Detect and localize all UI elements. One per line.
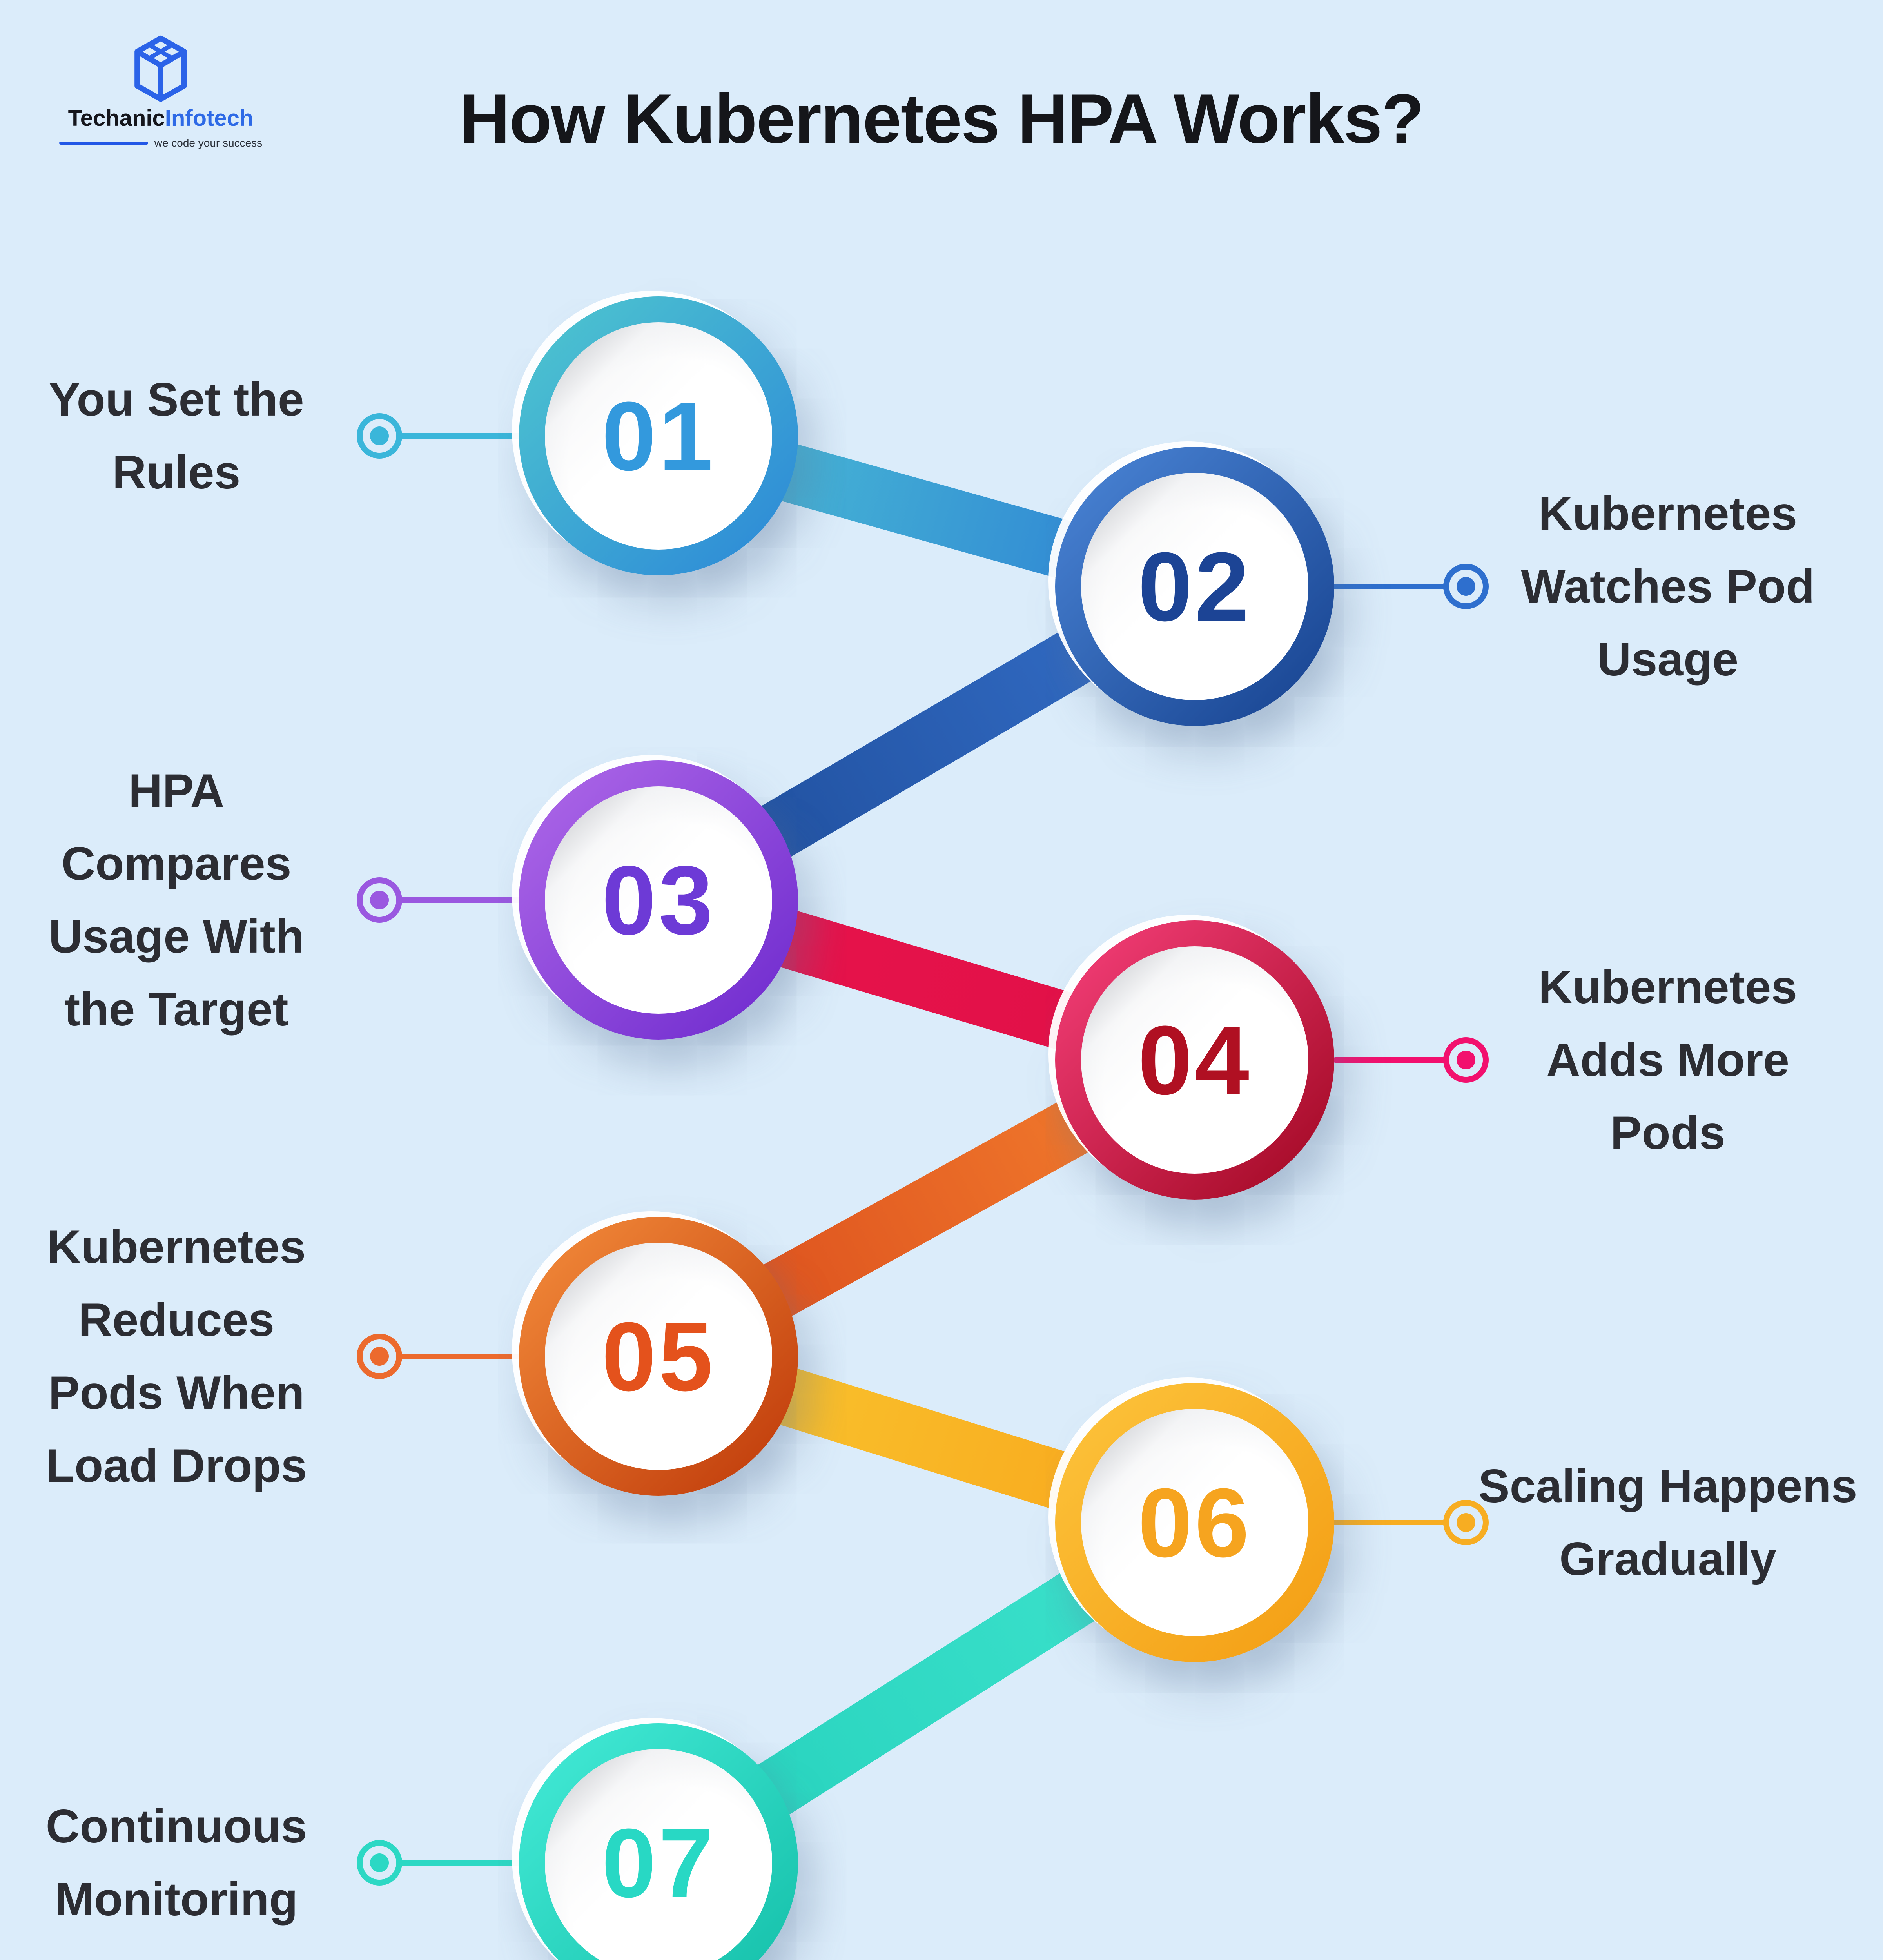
step-01-label: You Set the Rules <box>49 373 304 499</box>
step-02-label-line <box>1333 584 1447 589</box>
brand-name-part2: Infotech <box>165 105 254 131</box>
step-04-circle: 04 <box>1055 920 1334 1200</box>
step-01-ring-dot-icon <box>357 413 402 459</box>
brand-tagline: we code your success <box>154 137 263 149</box>
brand-tagline-row: we code your success <box>59 137 262 149</box>
cube-logo-icon <box>134 35 187 102</box>
step-03-ring-dot-icon <box>357 877 402 923</box>
brand-logo: TechanicInfotech we code your success <box>55 35 267 149</box>
step-04-ring-dot-icon <box>1443 1037 1489 1083</box>
step-04-number: 04 <box>1137 1005 1252 1115</box>
step-02-number: 02 <box>1137 532 1252 641</box>
step-05-label: Kubernetes Reduces Pods When Load Drops <box>45 1221 307 1492</box>
step-04-label: Kubernetes Adds More Pods <box>1538 961 1798 1159</box>
step-03-number: 03 <box>601 845 716 955</box>
step-06-ring-dot-icon <box>1443 1500 1489 1545</box>
step-02-label: Kubernetes Watches Pod Usage <box>1521 487 1815 686</box>
step-01-number: 01 <box>601 381 716 491</box>
step-03-label-line <box>396 897 521 903</box>
step-07-label: Continuous Monitoring <box>45 1800 307 1926</box>
brand-name-part1: Techanic <box>68 105 165 131</box>
logo-underline <box>59 142 148 145</box>
step-06-label: Scaling Happens Gradually <box>1478 1460 1858 1585</box>
step-01-label-line <box>396 433 521 439</box>
step-05-number: 05 <box>601 1301 716 1411</box>
step-01-circle: 01 <box>519 296 798 575</box>
step-07-ring-dot-icon <box>357 1840 402 1886</box>
step-03-circle: 03 <box>519 760 798 1040</box>
step-03-label: HPA Compares Usage With the Target <box>48 764 305 1036</box>
step-05-ring-dot-icon <box>357 1334 402 1379</box>
step-06-circle: 06 <box>1055 1383 1334 1662</box>
step-07-number: 07 <box>601 1808 716 1918</box>
step-05-label-line <box>396 1354 521 1359</box>
step-04-label-line <box>1333 1057 1447 1063</box>
step-07-circle: 07 <box>519 1723 798 1960</box>
step-05-circle: 05 <box>519 1217 798 1496</box>
step-06-number: 06 <box>1137 1468 1252 1577</box>
step-07-label-line <box>396 1860 521 1866</box>
step-02-ring-dot-icon <box>1443 564 1489 609</box>
brand-name: TechanicInfotech <box>68 105 254 131</box>
page-title: How Kubernetes HPA Works? <box>459 80 1424 158</box>
step-06-label-line <box>1333 1520 1447 1525</box>
step-02-circle: 02 <box>1055 447 1334 726</box>
